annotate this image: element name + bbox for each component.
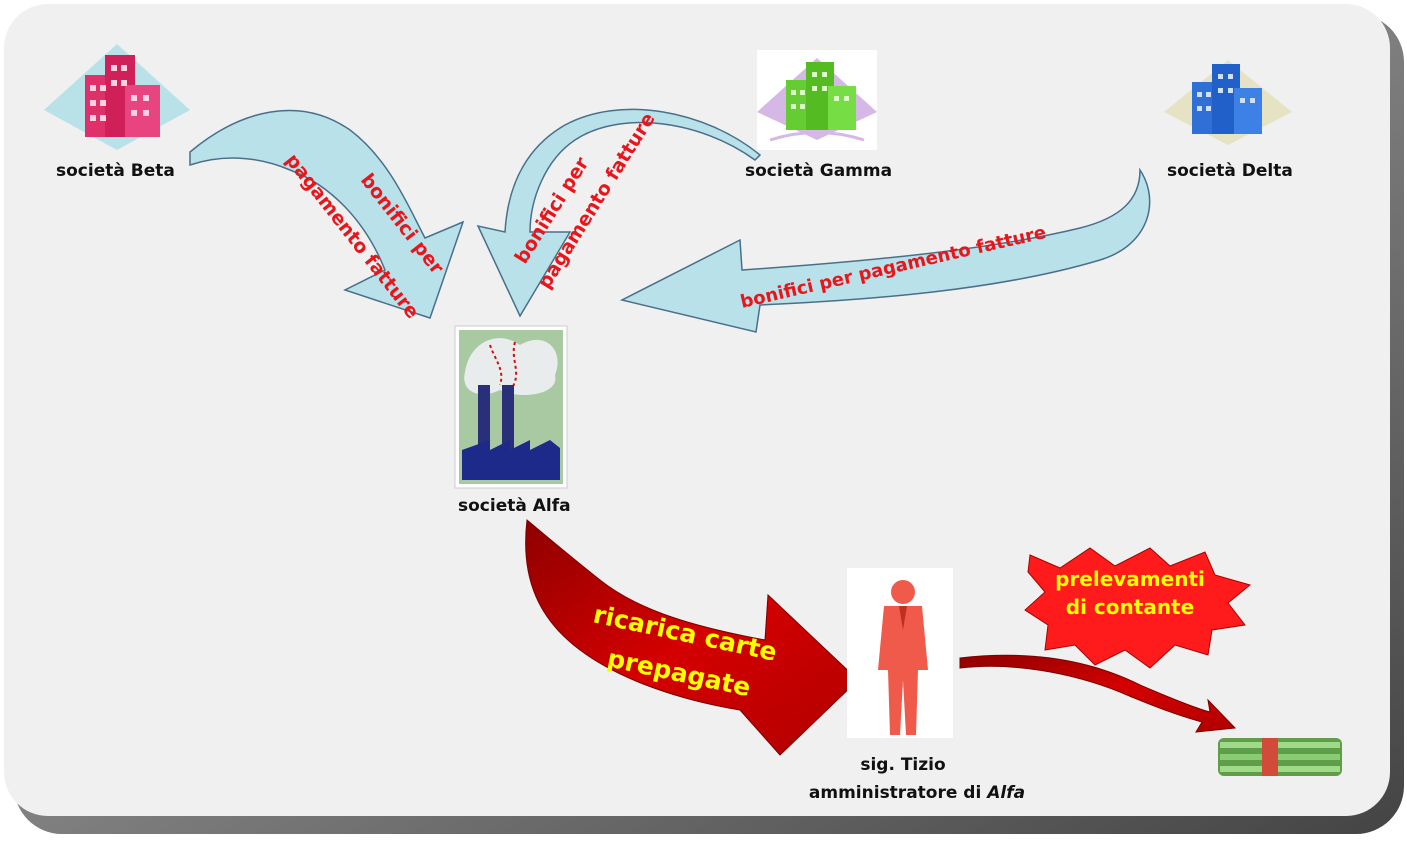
prelevamenti-label-line1: prelevamenti	[1055, 567, 1205, 591]
beta-label: società Beta	[56, 161, 175, 181]
gamma-flow-arrow	[476, 108, 762, 318]
cash-stack-icon	[1218, 738, 1342, 776]
ricarica-flow-arrow	[525, 519, 859, 756]
beta-flow-arrow	[189, 109, 465, 319]
delta-flow-arrow	[619, 167, 1151, 333]
prelevamenti-flow-arrow	[959, 654, 1237, 733]
prelevamenti-starburst	[1024, 547, 1252, 669]
person-label-line1: sig. Tizio	[860, 755, 945, 775]
delta-label: società Delta	[1167, 161, 1293, 181]
gamma-label: società Gamma	[745, 161, 892, 181]
person-company-text: Alfa	[985, 783, 1025, 803]
businessman-icon	[847, 568, 953, 738]
prelevamenti-label-line2: di contante	[1066, 595, 1194, 619]
factory-icon	[454, 325, 568, 489]
delta-building-icon	[1164, 60, 1292, 145]
gamma-building-icon	[757, 50, 877, 150]
person-label-line2: amministratore di Alfa	[809, 783, 1025, 803]
alfa-label: società Alfa	[458, 496, 571, 516]
person-role-text: amministratore di	[809, 783, 987, 803]
beta-building-icon	[44, 44, 190, 150]
